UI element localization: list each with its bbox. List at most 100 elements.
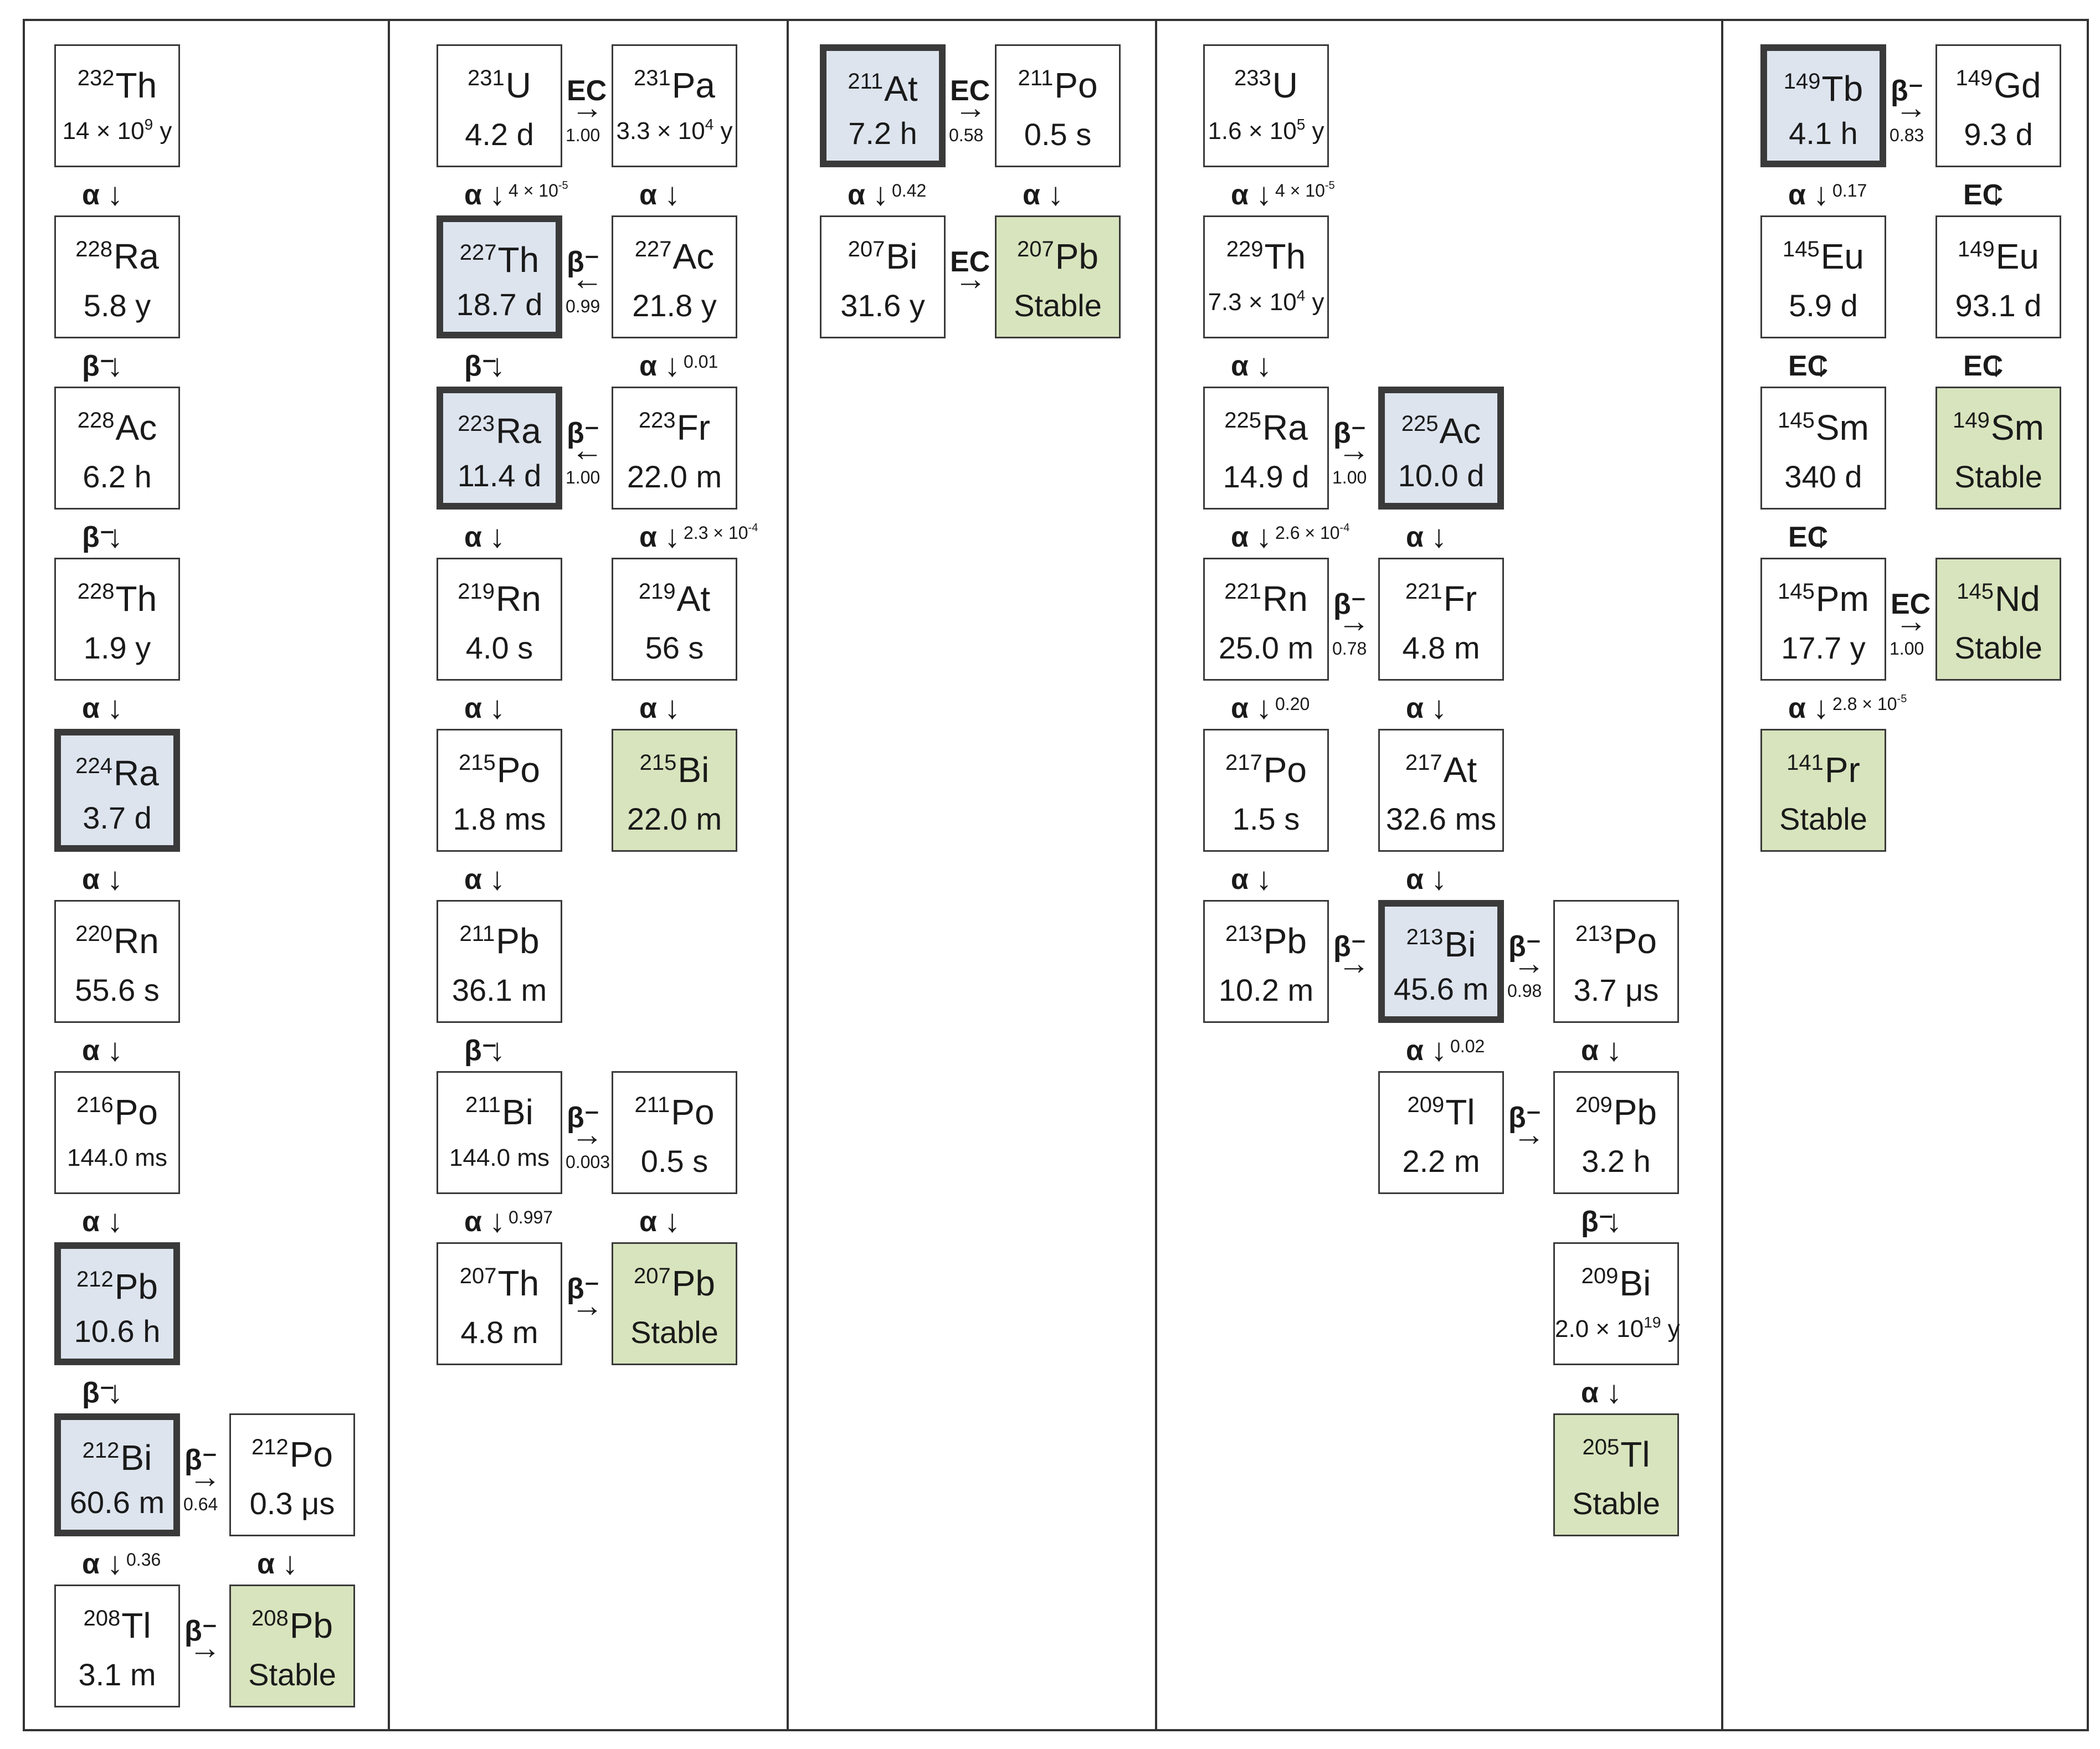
mass-number: 149	[1953, 408, 1990, 433]
decay-mode-label: α	[1788, 692, 1806, 724]
element-symbol: Eu	[1820, 236, 1865, 276]
decay-mode-label: β⁻	[567, 246, 600, 278]
decay-mode-label: α	[639, 521, 657, 553]
column-divider	[1721, 19, 1723, 1731]
half-life: 55.6 s	[56, 974, 178, 1006]
half-life-value: 36.1 m	[451, 972, 547, 1007]
half-life: Stable	[1555, 1488, 1677, 1519]
branching-ratio-value: 0.58	[949, 125, 984, 145]
decay-arrow-icon: ↓	[489, 861, 505, 897]
mass-number: 228	[77, 579, 115, 604]
decay-arrow-icon: ↓	[1256, 861, 1272, 897]
half-life: 2.2 m	[1380, 1143, 1502, 1179]
half-life: 4.1 h	[1767, 117, 1880, 149]
half-life: 3.2 h	[1555, 1145, 1677, 1177]
branching-ratio-value: 0.17	[1832, 181, 1867, 200]
half-life-value: 31.6 y	[840, 287, 925, 323]
mass-number: 228	[75, 236, 112, 261]
nuclide-symbol: 207Th	[438, 1265, 561, 1301]
decay-arrow-icon: ↓	[1606, 1203, 1622, 1239]
element-symbol: Po	[1054, 65, 1098, 105]
half-life-value: 93.1 d	[1955, 287, 2042, 323]
decay-mode-label: α	[464, 179, 482, 211]
half-life-value: 3.1 m	[78, 1657, 156, 1692]
decay-arrow-icon: ↓	[489, 1203, 505, 1239]
decay-mode-label: EC	[1788, 521, 1829, 553]
element-symbol: Eu	[1995, 236, 2040, 276]
half-life: Stable	[1937, 632, 2060, 663]
mass-number: 208	[251, 1606, 289, 1630]
nuclide-symbol: 209Bi	[1555, 1265, 1677, 1301]
mass-number: 219	[638, 579, 676, 604]
element-symbol: Po	[671, 1092, 715, 1132]
decay-mode-label: α	[1406, 692, 1424, 724]
nuclide-symbol: 223Fr	[613, 409, 736, 445]
mass-number: 231	[468, 65, 505, 90]
element-symbol: Tl	[121, 1605, 151, 1645]
mass-number: 224	[75, 753, 112, 778]
nuclide-symbol: 232Th	[56, 67, 178, 103]
branching-ratio: 0.02	[1450, 1037, 1485, 1055]
decay-mode-label: β⁻	[1333, 588, 1367, 620]
branching-ratio: 1.00	[1890, 640, 1924, 657]
decay-arrow-icon: →	[954, 90, 987, 126]
decay-mode-label: α	[82, 1035, 100, 1067]
decay-mode-label: α	[464, 1206, 482, 1238]
element-symbol: Pb	[671, 1263, 716, 1303]
half-life: 22.0 m	[613, 461, 736, 492]
half-life: Stable	[1762, 803, 1885, 835]
branching-ratio-exponent: -5	[558, 179, 568, 192]
half-life: 1.9 y	[56, 632, 178, 663]
half-life: 25.0 m	[1205, 632, 1327, 663]
nuclide-symbol: 213Pb	[1205, 923, 1327, 959]
decay-arrow-icon: ↓	[489, 347, 505, 383]
element-symbol: Rn	[1262, 578, 1308, 619]
nuclide-symbol: 213Po	[1555, 923, 1677, 959]
decay-arrow-icon: ↓	[664, 176, 680, 212]
decay-arrow-icon: →	[1338, 945, 1370, 981]
nuclide-symbol: 212Pb	[61, 1268, 173, 1304]
nuclide-symbol: 228Ac	[56, 407, 178, 447]
decay-mode-label: EC	[950, 75, 990, 107]
half-life-value: 4.0 s	[465, 630, 533, 665]
mass-number: 207	[848, 236, 885, 261]
half-life: 14.9 d	[1205, 461, 1327, 492]
mass-number: 209	[1575, 1092, 1613, 1117]
element-symbol: Rn	[113, 920, 159, 961]
nuclide-symbol: 231U	[438, 65, 561, 103]
element-symbol: Ac	[115, 407, 157, 447]
mass-number: 216	[76, 1092, 114, 1117]
decay-arrow-icon: ↓	[664, 518, 680, 554]
decay-mode-label: α	[848, 179, 865, 211]
mass-number: 141	[1786, 750, 1824, 775]
nuclide-symbol: 211Po	[997, 65, 1119, 105]
half-life: 60.6 m	[61, 1486, 173, 1518]
half-life-value: 5.9 d	[1789, 287, 1858, 323]
nuclide-box: 223Fr 22.0 m	[612, 387, 737, 510]
branching-ratio: 1.00	[566, 126, 600, 144]
decay-arrow-icon: →	[1513, 1117, 1545, 1153]
branching-ratio: 0.36	[126, 1551, 161, 1568]
element-symbol: Bi	[677, 749, 710, 790]
decay-mode-label: α	[82, 692, 100, 724]
nuclide-symbol: 145Pm	[1762, 580, 1885, 616]
half-life-value: 2.2 m	[1402, 1143, 1480, 1179]
branching-ratio: 4 × 10-5	[1275, 180, 1335, 199]
half-life: 0.3 μs	[231, 1488, 353, 1519]
column-divider	[388, 19, 390, 1731]
nuclide-symbol: 213Bi	[1385, 926, 1497, 962]
decay-arrow-icon: ↓	[107, 347, 123, 383]
mass-number: 212	[251, 1434, 289, 1459]
branching-ratio-value: 0.64	[183, 1494, 218, 1514]
